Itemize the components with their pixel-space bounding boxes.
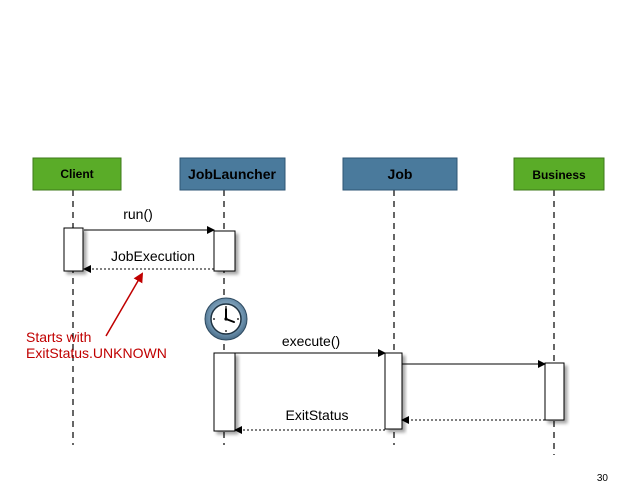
note-line-2: ExitStatus.UNKNOWN xyxy=(26,345,167,361)
message-run-label: run() xyxy=(123,206,153,222)
page-number: 30 xyxy=(597,473,609,484)
actor-job-box xyxy=(342,157,458,191)
actor-launcher-label: JobLauncher xyxy=(188,166,276,182)
actor-client-label: Client xyxy=(60,167,93,181)
actor-business: Business xyxy=(513,157,605,191)
activation-business xyxy=(544,362,565,421)
actor-business-label: Business xyxy=(532,168,586,182)
message-exit-status-label: ExitStatus xyxy=(285,407,348,423)
activation-job xyxy=(384,352,403,430)
actor-launcher-box xyxy=(179,157,286,191)
note-text: Starts with ExitStatus.UNKNOWN xyxy=(26,329,167,361)
activation-launcher-1 xyxy=(213,230,236,272)
actor-job: Job xyxy=(342,157,458,191)
activation-launcher-2 xyxy=(213,352,236,432)
clock-icon xyxy=(204,297,248,341)
note-line-1: Starts with xyxy=(26,329,91,345)
activation-client xyxy=(63,227,84,272)
message-job-execution-label: JobExecution xyxy=(111,248,195,264)
actor-job-label: Job xyxy=(388,166,413,182)
message-execute-label: execute() xyxy=(282,333,340,349)
note-arrow xyxy=(105,272,144,337)
actor-client-box xyxy=(32,157,122,191)
actor-launcher: JobLauncher xyxy=(179,157,286,191)
actor-client: Client xyxy=(32,157,122,191)
actor-business-box xyxy=(513,157,605,191)
